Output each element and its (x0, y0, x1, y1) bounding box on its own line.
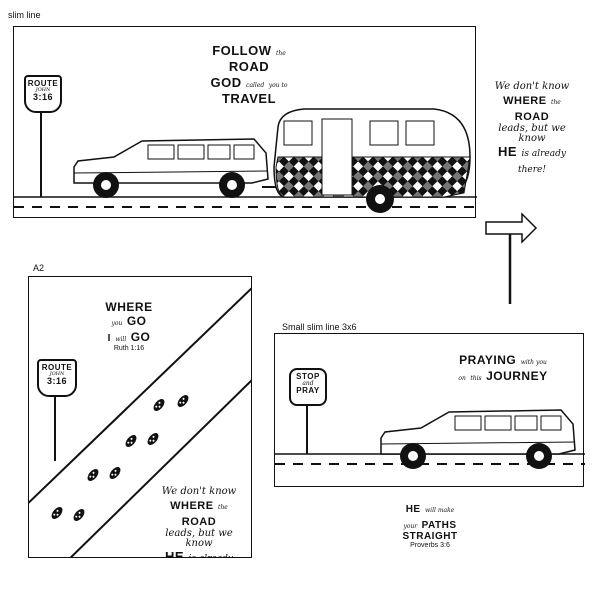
scene-road-trailer (14, 107, 477, 213)
god-word: GOD (210, 75, 242, 90)
dk-where: WHERE (503, 95, 547, 107)
dk2-the: the (218, 504, 228, 511)
route-sign-bottom: 3:16 (32, 92, 53, 102)
ps-he: HE (405, 504, 421, 515)
dk-the: the (551, 99, 561, 106)
ps-paths: PATHS (421, 520, 457, 531)
dk-line3: leads, but we know (498, 123, 566, 144)
stop-word: STOP (296, 372, 320, 381)
wg-go1: GO (126, 314, 147, 328)
pr-on: on (458, 375, 466, 382)
ps-will-make: will make (425, 507, 455, 514)
dk2-already: is already there! (185, 554, 233, 558)
pr-praying: PRAYING (459, 353, 517, 367)
dk2-line1: We don't know (161, 486, 237, 497)
label-small-slim: Small slim line 3x6 (282, 322, 357, 332)
card-small-slim-line: STOP and PRAY PRAYING with you on this J… (274, 333, 585, 487)
card-slim-line: ROUTE JOHN 3:16 FOLLOW the ROAD GOD call… (13, 26, 477, 218)
we-dont-know-sentiment-floating: We don't know WHERE the ROAD leads, but … (486, 82, 578, 176)
route-sign: ROUTE JOHN 3:16 (24, 75, 62, 113)
follow-word: FOLLOW (212, 43, 272, 58)
route-sign-mid: JOHN (35, 87, 51, 93)
stop-and-pray-sign: STOP and PRAY (289, 368, 327, 406)
dk2-where: WHERE (170, 500, 214, 512)
pray-word: PRAY (296, 386, 320, 395)
dk-line1: We don't know (494, 81, 570, 92)
wg-go2: GO (130, 330, 151, 344)
we-dont-know-sentiment-a2: We don't know WHERE the ROAD leads, but … (151, 487, 247, 558)
dk2-line3: leads, but we know (165, 528, 233, 549)
pr-this: this (470, 375, 482, 382)
route-sign-a2-mid: JOHN (49, 371, 65, 377)
dk2-he: HE (165, 549, 185, 558)
label-a2: A2 (33, 263, 45, 273)
follow-the-road-sentiment: FOLLOW the ROAD GOD called you to TRAVEL (194, 43, 304, 107)
travel-word: TRAVEL (221, 91, 277, 106)
dk-he: HE (498, 144, 518, 159)
ps-ref: Proverbs 3:6 (410, 542, 450, 549)
card-a2: ROUTE JOHN 3:16 WHERE you GO I will GO R… (28, 276, 252, 558)
wg-will: will (115, 336, 127, 343)
wg-ref: Ruth 1:16 (113, 345, 145, 352)
route-sign-top: ROUTE (27, 79, 59, 88)
arrow-sign (485, 212, 538, 304)
dk-already: is already there! (518, 149, 566, 175)
route-sign-a2-bottom: 3:16 (46, 376, 67, 386)
route-sign-a2-top: ROUTE (41, 363, 73, 372)
where-you-go-sentiment: WHERE you GO I will GO Ruth 1:16 (97, 301, 161, 352)
pr-journey: JOURNEY (486, 369, 548, 383)
wg-where: WHERE (105, 300, 153, 314)
and-word: and (302, 380, 314, 387)
route-sign-a2: ROUTE JOHN 3:16 (37, 359, 77, 397)
dk-road: ROAD (514, 111, 550, 123)
label-slim-line: slim line (8, 10, 41, 20)
dk2-road: ROAD (181, 516, 217, 528)
the-word: the (275, 50, 286, 57)
wg-you: you (111, 320, 123, 327)
ps-straight: STRAIGHT (402, 531, 458, 542)
ps-your: your (403, 523, 418, 530)
pr-with-you: with you (520, 359, 547, 366)
wg-i: I (107, 333, 111, 344)
you-to-word: you to (268, 82, 288, 89)
paths-straight-sentiment: HE will make your PATHS STRAIGHT Proverb… (400, 500, 460, 550)
called-word: called (246, 82, 265, 89)
road-word: ROAD (228, 59, 270, 74)
praying-sentiment: PRAYING with you on this JOURNEY (455, 352, 551, 384)
